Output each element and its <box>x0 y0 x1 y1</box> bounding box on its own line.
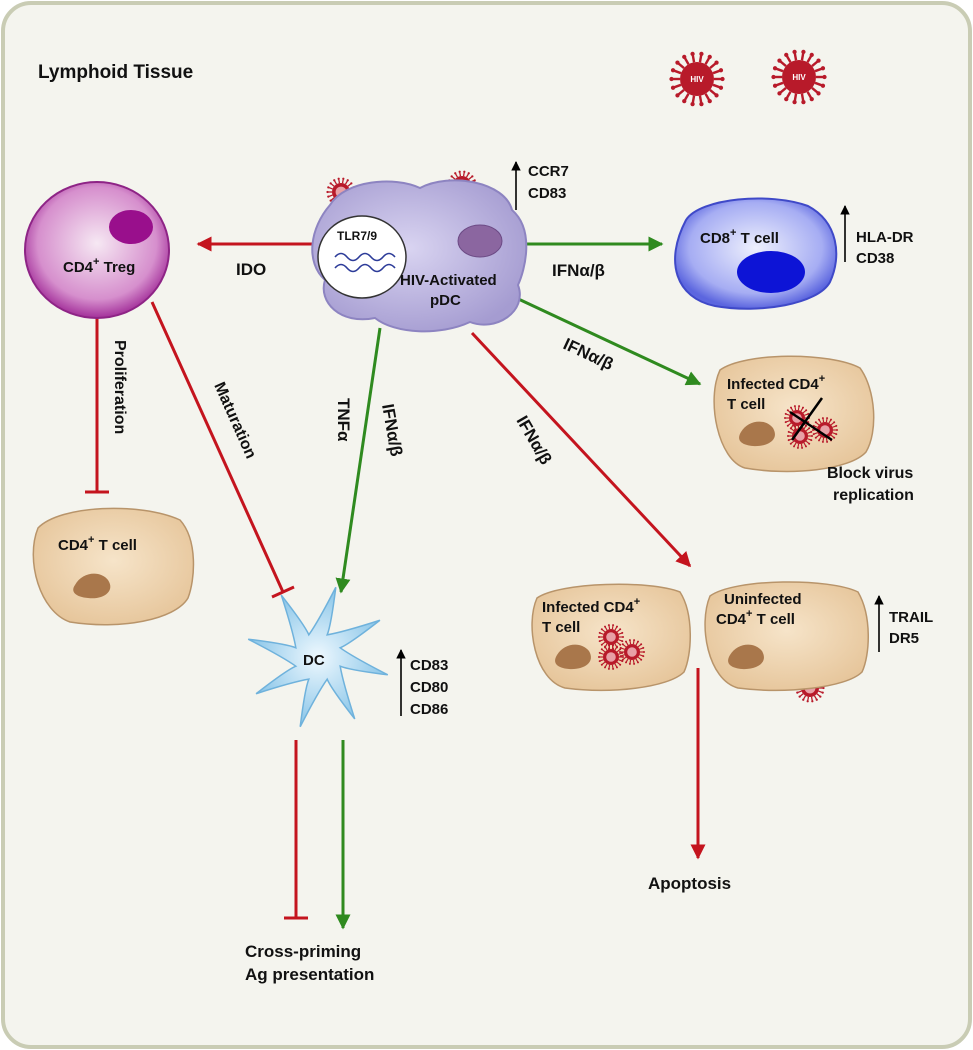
uninfected-marker-0: TRAIL <box>889 609 933 626</box>
cd8-cell: CD8+ T cell <box>674 197 838 310</box>
dc-marker-1: CD80 <box>410 679 448 696</box>
tnf-ifn-dc-arrow <box>335 327 382 594</box>
cd4-t-nucleus <box>73 573 111 599</box>
pdc-endosome <box>317 215 407 299</box>
crosspriming-label-2: Ag presentation <box>245 965 374 984</box>
infected-apop-label-1: Infected CD4+ <box>542 596 640 616</box>
uninfected-label-2: CD4+ T cell <box>716 608 795 628</box>
treg-cell: CD4+ Treg <box>24 181 170 319</box>
pdc-label-2: pDC <box>430 292 461 309</box>
cd4-t-cell: CD4+ T cell <box>32 507 195 626</box>
infected-apop-nucleus <box>555 644 591 670</box>
pdc-marker-1: CD83 <box>528 185 566 202</box>
infected-apoptosis-cell: Infected CD4+ T cell <box>531 583 691 692</box>
virus-label: HIV <box>690 75 704 84</box>
infected-virus-3 <box>619 639 645 665</box>
apoptosis-label: Apoptosis <box>648 874 731 893</box>
infected-block-nucleus <box>739 421 775 447</box>
dc-label: DC <box>303 652 325 669</box>
rna-strand-1 <box>334 252 396 262</box>
uninfected-nucleus <box>728 644 764 670</box>
cd8-marker-1: CD38 <box>856 250 894 267</box>
pdc-marker-0: CCR7 <box>528 163 569 180</box>
replicating-viruses <box>784 405 838 449</box>
cd8-label: CD8+ T cell <box>700 227 779 247</box>
cd4-t-label: CD4+ T cell <box>58 534 137 554</box>
infected-block-cell: Infected CD4+ T cell <box>713 355 875 473</box>
tnf-label: TNFα <box>334 398 353 442</box>
cd8-marker-0: HLA-DR <box>856 229 914 246</box>
uninfected-marker-1: DR5 <box>889 630 919 647</box>
block-cross-2 <box>789 410 833 442</box>
uninfected-label-1: Uninfected <box>724 591 802 608</box>
pdc-nucleus <box>457 224 503 258</box>
apoptosis-cell-viruses <box>598 624 645 670</box>
block-cross-1 <box>790 397 824 441</box>
uninfected-cell: Uninfected CD4+ T cell <box>704 581 869 692</box>
pdc-label-1: HIV-Activated <box>400 272 497 289</box>
crosspriming-label-1: Cross-priming <box>245 942 361 961</box>
rna-strand-2 <box>334 263 396 273</box>
diagram-title: Lymphoid Tissue <box>38 62 193 83</box>
proliferation-label: Proliferation <box>111 340 128 434</box>
cd8-nucleus <box>737 251 805 293</box>
block-label-1: Block virus <box>827 465 913 482</box>
hiv-virus-1: HIV <box>669 51 725 107</box>
treg-nucleus <box>109 210 153 244</box>
ido-label: IDO <box>236 260 266 279</box>
dc-marker-2: CD86 <box>410 701 448 718</box>
ifn-infected-arrow <box>511 294 702 386</box>
infected-apop-label-2: T cell <box>542 619 580 636</box>
infected-block-label-1: Infected CD4+ <box>727 373 825 393</box>
pdc-cell: TLR7/9 HIV-Activated pDC <box>311 179 528 333</box>
infected-virus-2 <box>598 644 624 670</box>
ifn-cd8-label: IFNα/β <box>552 261 605 280</box>
virus-label: HIV <box>792 73 806 82</box>
block-label-2: replication <box>833 487 914 504</box>
dc-cell: DC <box>247 586 389 728</box>
maturation-inhibit-bar <box>271 585 295 599</box>
treg-label: CD4+ Treg <box>63 256 135 276</box>
maturation-inhibit-line <box>150 301 285 593</box>
infected-block-label-2: T cell <box>727 396 765 413</box>
tlr-label: TLR7/9 <box>337 229 377 243</box>
hiv-virus-2: HIV <box>771 49 827 105</box>
dc-marker-0: CD83 <box>410 657 448 674</box>
ifn-apoptosis-arrow <box>470 331 692 568</box>
